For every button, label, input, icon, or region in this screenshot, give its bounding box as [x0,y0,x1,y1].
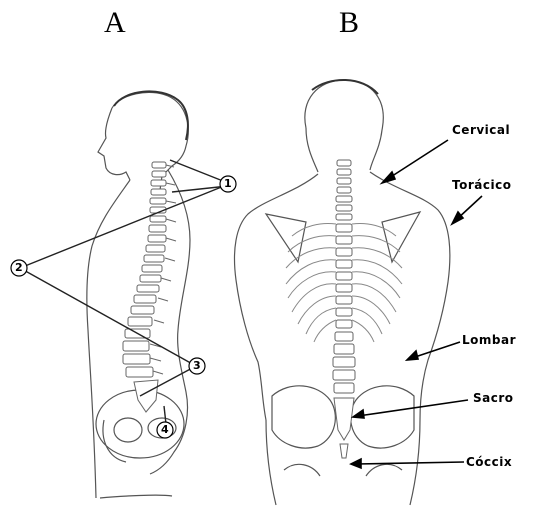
label-lombar: Lombar [462,333,516,347]
posterior-pelvis [272,386,335,448]
marker-4-label: 4 [161,423,169,436]
label-cervical: Cervical [452,123,510,137]
label-coccix: Cóccix [466,455,512,469]
posterior-left-outline [235,174,319,420]
lateral-callouts [20,160,228,424]
marker-1-label: 1 [224,177,232,190]
lateral-face [98,108,130,180]
lateral-head [112,92,188,190]
label-toracico: Torácico [452,178,511,192]
posterior-head [305,80,383,170]
marker-3-label: 3 [193,359,201,372]
posterior-right-outline [370,172,450,420]
lateral-spine [123,162,176,412]
label-sacro: Sacro [473,391,514,405]
posterior-spine [333,160,355,458]
marker-2-label: 2 [15,261,23,274]
